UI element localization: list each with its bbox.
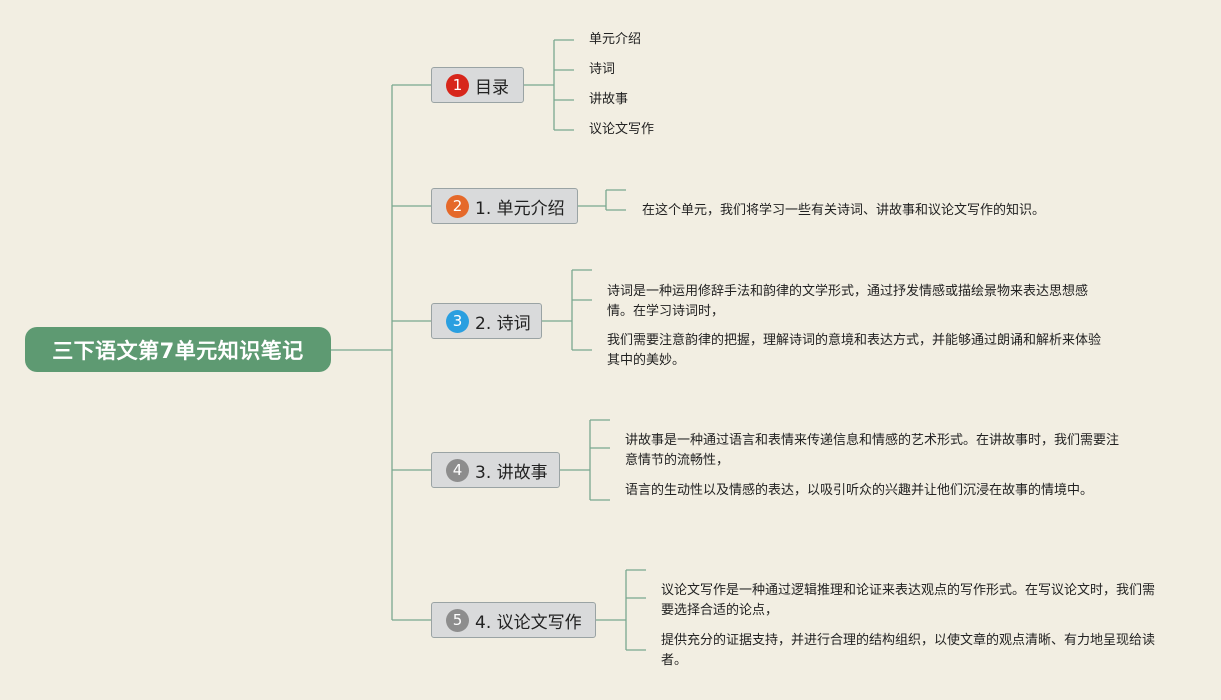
number-badge-icon: 3: [446, 309, 469, 333]
leaf-paragraph[interactable]: 语言的生动性以及情感的表达，以吸引听众的兴趣并让他们沉浸在故事的情境中。: [625, 483, 1094, 498]
leaf-paragraph[interactable]: 我们需要注意韵律的把握，理解诗词的意境和表达方式，并能够通过朗诵和解析来体验其中…: [607, 333, 1102, 368]
leaf-item[interactable]: 单元介绍: [589, 32, 642, 47]
number-badge-icon: 1: [446, 73, 469, 97]
branch-argumentative-writing[interactable]: 5 4. 议论文写作: [431, 602, 596, 638]
leaf-paragraph[interactable]: 提供充分的证据支持，并进行合理的结构组织，以使文章的观点清晰、有力地呈现给读者。: [661, 633, 1156, 668]
branch-label: 4. 议论文写作: [475, 612, 582, 633]
root-topic[interactable]: 三下语文第7单元知识笔记: [25, 327, 331, 372]
number-badge-icon: 2: [446, 194, 469, 218]
leaf-paragraph[interactable]: 诗词是一种运用修辞手法和韵律的文学形式，通过抒发情感或描绘景物来表达思想感情。在…: [607, 284, 1089, 319]
leaf-paragraph[interactable]: 讲故事是一种通过语言和表情来传递信息和情感的艺术形式。在讲故事时，我们需要注意情…: [625, 433, 1120, 468]
leaf-item[interactable]: 在这个单元，我们将学习一些有关诗词、讲故事和议论文写作的知识。: [642, 203, 1046, 218]
number-badge-icon: 5: [446, 608, 469, 632]
branch-label: 1. 单元介绍: [475, 198, 565, 219]
root-title: 三下语文第7单元知识笔记: [52, 338, 304, 363]
number-badge-icon: 4: [446, 458, 469, 482]
branch-storytelling[interactable]: 4 3. 讲故事: [431, 452, 560, 488]
branch-label: 2. 诗词: [475, 313, 531, 334]
branch-label: 目录: [475, 77, 509, 98]
leaf-item[interactable]: 诗词: [589, 62, 616, 77]
leaf-item[interactable]: 议论文写作: [589, 122, 655, 137]
leaf-item[interactable]: 讲故事: [589, 92, 629, 107]
leaf-paragraph[interactable]: 议论文写作是一种通过逻辑推理和论证来表达观点的写作形式。在写议论文时，我们需要选…: [661, 583, 1156, 618]
branch-label: 3. 讲故事: [475, 462, 548, 483]
branch-poetry[interactable]: 3 2. 诗词: [431, 303, 542, 339]
branch-unit-intro[interactable]: 2 1. 单元介绍: [431, 188, 578, 224]
branch-contents[interactable]: 1 目录: [431, 67, 524, 103]
